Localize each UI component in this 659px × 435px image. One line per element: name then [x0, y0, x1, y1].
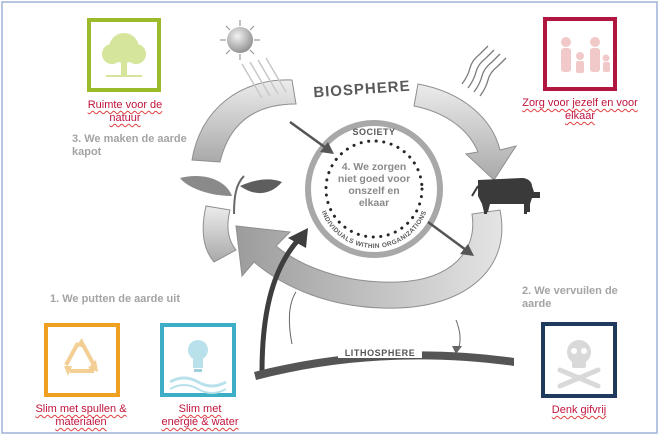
statement-3-line1: 3. We maken de aarde — [72, 133, 187, 145]
society-ring-inner — [324, 139, 424, 239]
lithosphere-up-arrow — [259, 236, 302, 373]
statement-2: 2. We vervuilen de aarde — [522, 285, 652, 311]
arrow-out-society — [427, 220, 467, 252]
statement-4-line3: onszelf en — [348, 185, 400, 197]
thin-arrow-right-head — [452, 346, 462, 354]
lightbulb-icon — [169, 340, 227, 394]
family-icon — [561, 37, 610, 73]
care-icon-frame — [543, 17, 617, 91]
thin-arrow-left — [288, 291, 297, 345]
caption-materials-line2: materialen — [55, 416, 107, 428]
caption-materials: Slim met spullen & materialen — [14, 403, 148, 429]
statement-1-text: 1. We putten de aarde uit — [50, 293, 180, 305]
caption-toxic: Denk gifvrij — [529, 404, 629, 417]
arrow-into-society-head — [320, 142, 334, 154]
sun-icon — [220, 20, 287, 99]
caption-materials-line1: Slim met spullen & — [35, 403, 127, 415]
arrow-into-society — [289, 120, 327, 150]
left-cycle-arrow — [202, 205, 237, 263]
caption-nature-line1: Ruimte voor de — [87, 99, 163, 111]
toxic-icon-frame — [541, 322, 617, 398]
caption-energy: Slim met energie & water — [150, 403, 250, 429]
caption-care: Zorg voor jezelf en voor elkaar — [500, 97, 659, 123]
statement-2-line2: aarde — [522, 298, 552, 310]
lithosphere-label-bg — [338, 345, 422, 358]
energy-icon-frame — [160, 323, 236, 397]
heat-waves-icon — [461, 45, 507, 97]
statement-4: 4. We zorgen niet goed voor onszelf en e… — [320, 161, 428, 209]
tree-icon — [102, 33, 146, 77]
caption-care-line1: Zorg voor jezelf en voor — [522, 97, 638, 109]
nature-icon-frame — [87, 18, 161, 92]
caption-energy-line2: energie & water — [161, 416, 239, 428]
caption-energy-line1: Slim met — [178, 403, 222, 415]
caption-care-line2: elkaar — [565, 110, 595, 122]
statement-1: 1. We putten de aarde uit — [50, 293, 240, 306]
plant-icon — [180, 175, 282, 215]
lithosphere-label: LITHOSPHERE — [345, 348, 416, 358]
statement-3: 3. We maken de aarde kapot — [72, 133, 242, 159]
lithosphere-band — [254, 351, 514, 380]
statement-3-line2: kapot — [72, 146, 102, 158]
arrow-out-society-head — [460, 244, 474, 256]
biosphere-arrow-left — [191, 79, 297, 163]
biosphere-label: BIOSPHERE — [313, 78, 411, 102]
statement-4-line1: 4. We zorgen — [341, 161, 407, 173]
statement-4-line4: elkaar — [358, 197, 390, 209]
lithosphere-up-arrow-head — [288, 228, 308, 248]
thin-arrow-right — [455, 319, 461, 351]
caption-toxic-line1: Denk gifvrij — [551, 404, 607, 416]
skull-icon — [557, 340, 601, 389]
materials-icon-frame — [44, 323, 120, 397]
statement-4-line2: niet goed voor — [337, 173, 411, 185]
bottom-cycle-arrow — [235, 209, 503, 309]
cow-icon — [471, 178, 540, 214]
statement-2-line1: 2. We vervuilen de — [522, 285, 618, 297]
caption-nature: Ruimte voor de natuur — [60, 99, 190, 125]
society-label: SOCIETY — [352, 127, 395, 137]
recycle-arrowheads — [64, 338, 98, 376]
caption-nature-line2: natuur — [109, 112, 141, 124]
